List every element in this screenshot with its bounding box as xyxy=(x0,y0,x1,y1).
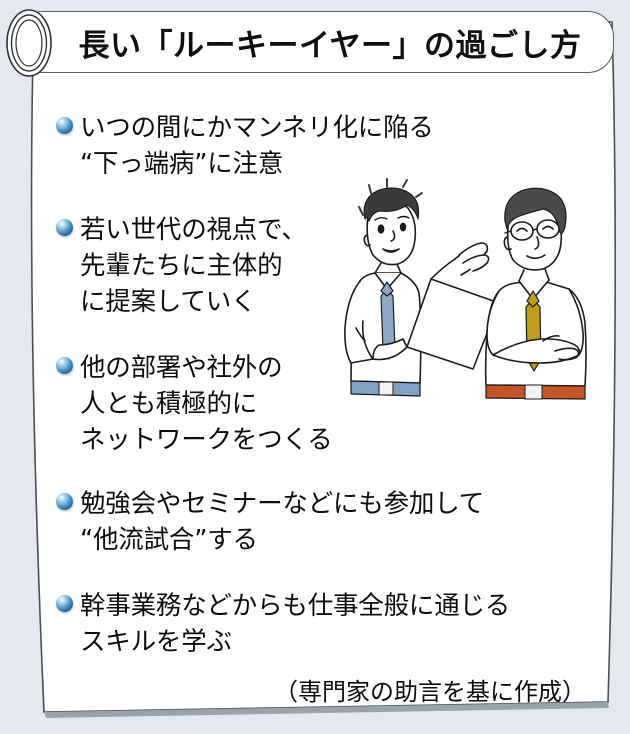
list-item-text: 若い世代の視点で、 先輩たちに主体的 に提案していく xyxy=(80,215,307,317)
title-banner: 長い「ルーキーイヤー」の過ごし方 xyxy=(36,11,614,73)
blue-sphere-bullet-icon xyxy=(56,595,73,612)
blue-sphere-bullet-icon xyxy=(56,493,73,510)
list-item-text: 幹事業務などからも仕事全般に通じる スキルを学ぶ xyxy=(80,591,511,657)
scroll-roll-icon xyxy=(6,9,52,77)
list-item: 若い世代の視点で、 先輩たちに主体的 に提案していく xyxy=(56,212,316,320)
list-item: 幹事業務などからも仕事全般に通じる スキルを学ぶ xyxy=(56,588,546,660)
two-businessmen-illustration xyxy=(344,178,587,400)
list-item: いつの間にかマンネリ化に陥る “下っ端病”に注意 xyxy=(56,110,486,182)
sheet-shadow-edge xyxy=(44,702,609,718)
source-note: （専門家の助言を基に作成） xyxy=(274,678,586,706)
list-item: 勉強会やセミナーなどにも参加して “他流試合”する xyxy=(56,486,536,558)
list-item-text: いつの間にかマンネリ化に陥る “下っ端病”に注意 xyxy=(80,113,434,179)
list-item-text: 他の部署や社外の 人とも積極的に ネットワークをつくる xyxy=(80,353,333,455)
blue-sphere-bullet-icon xyxy=(56,117,73,134)
blue-sphere-bullet-icon xyxy=(56,219,73,236)
blue-sphere-bullet-icon xyxy=(56,357,73,374)
list-item: 他の部署や社外の 人とも積極的に ネットワークをつくる xyxy=(56,350,356,458)
list-item-text: 勉強会やセミナーなどにも参加して “他流試合”する xyxy=(80,489,485,555)
page-title: 長い「ルーキーイヤー」の過ごし方 xyxy=(78,27,582,64)
senior-colleague-figure xyxy=(484,187,587,400)
young-employee-figure xyxy=(344,178,423,397)
